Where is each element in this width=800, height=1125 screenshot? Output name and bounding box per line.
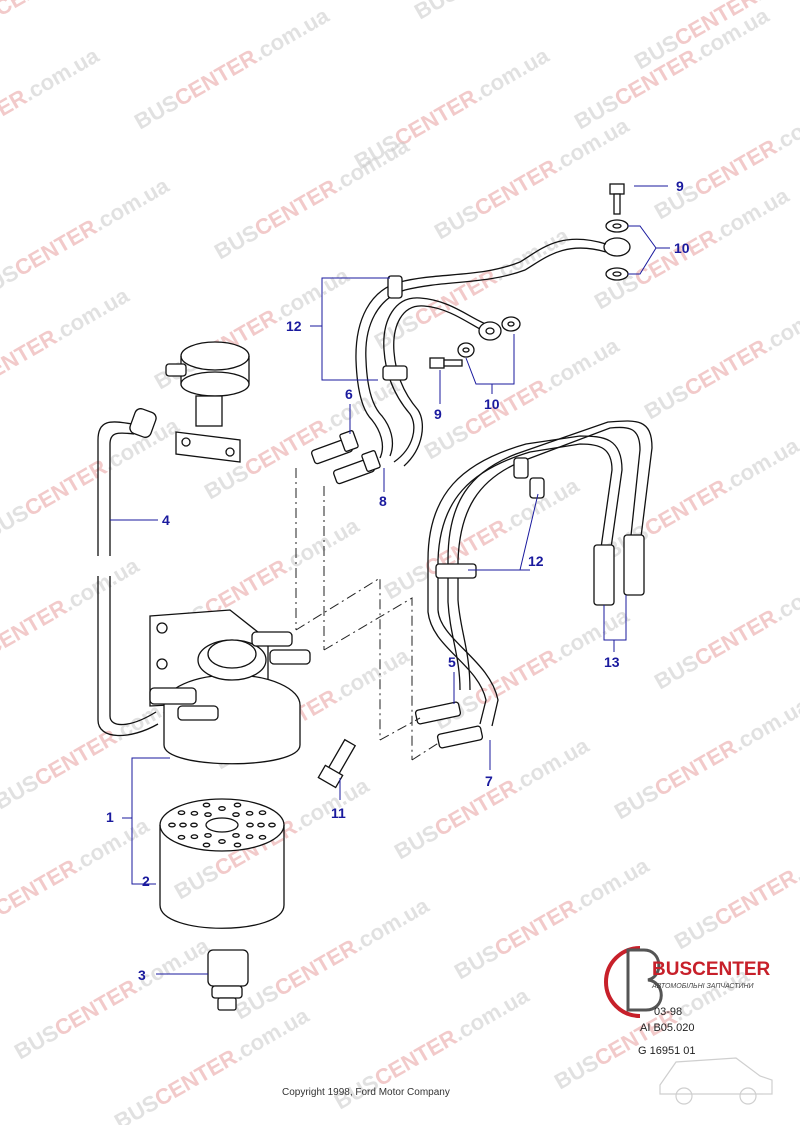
callout-12-top: 12 (286, 318, 302, 334)
filter-hole (258, 810, 267, 816)
watermark-text: BUSCENTER.com.ua (0, 0, 154, 44)
bolt-top (609, 183, 625, 215)
watermark-text: BUSCENTER.com.ua (640, 292, 800, 424)
watermark-text: BUSCENTER.com.ua (0, 282, 134, 414)
bolt-lower (317, 738, 357, 789)
filter-hole (257, 822, 265, 828)
filter-hole (177, 834, 186, 840)
reference-block: 03-98 AI B05.020 G 16951 01 (638, 1006, 696, 1057)
callout-10-mid: 10 (484, 396, 500, 412)
watermark-text: BUSCENTER.com.ua (390, 732, 594, 864)
filter-hole (204, 812, 212, 818)
callout-10-top: 10 (674, 240, 690, 256)
priming-pump (165, 341, 250, 463)
watermark-text: BUSCENTER.com.ua (610, 692, 800, 824)
callout-9-mid: 9 (434, 406, 442, 422)
watermark-text: BUSCENTER.com.ua (0, 412, 184, 544)
logo-brand: BUSCENTER (652, 959, 771, 980)
filter-hole (218, 806, 226, 811)
filter-hole (202, 802, 211, 808)
watermark-text: BUSCENTER.com.ua (410, 0, 614, 24)
callout-7: 7 (485, 773, 493, 789)
callout-9-top: 9 (676, 178, 684, 194)
callout-5: 5 (448, 654, 456, 670)
callout-labels: 9 10 12 6 8 9 10 4 12 13 5 7 1 2 3 11 (106, 178, 690, 983)
filter-head (149, 609, 311, 765)
drain-plug (207, 949, 249, 1011)
watermark-text: BUSCENTER.com.ua (380, 472, 584, 604)
filter-hole (179, 822, 187, 828)
watermark-text: BUSCENTER.com.ua (650, 562, 800, 694)
watermark-text: BUSCENTER.com.ua (0, 172, 174, 304)
filter-hole (246, 822, 254, 828)
buscenter-logo: BUSCENTER АВТОМОБІЛЬНІ ЗАПЧАСТИНИ (604, 946, 771, 1018)
filter-hole (232, 812, 240, 818)
callout-4: 4 (162, 512, 170, 528)
filter-hole (218, 839, 226, 844)
watermark-text: BUSCENTER.com.ua (10, 932, 214, 1064)
watermark-text: BUSCENTER.com.ua (670, 822, 800, 954)
callout-12-right: 12 (528, 553, 544, 569)
washer-set-top (603, 219, 631, 281)
reference-code-2: G 16951 01 (638, 1045, 696, 1057)
watermark-text: BUSCENTER.com.ua (450, 852, 654, 984)
connector-fittings-upper (311, 430, 381, 485)
watermark-text: BUSCENTER.com.ua (570, 2, 774, 134)
copyright-notice: Copyright 1998, Ford Motor Company (282, 1087, 450, 1098)
upper-fuel-pipes (355, 238, 607, 467)
callout-13: 13 (604, 654, 620, 670)
filter-hole (190, 834, 199, 840)
reference-code-1: AI B05.020 (640, 1022, 694, 1034)
filter-hole (268, 822, 276, 828)
assembly-guide-lines (295, 468, 441, 761)
watermark-text: BUSCENTER.com.ua (230, 892, 434, 1024)
callout-2: 2 (142, 873, 150, 889)
filter-hole (258, 834, 267, 840)
connector-fittings-lower (414, 701, 484, 749)
leader-lines (110, 185, 670, 975)
callout-11: 11 (331, 805, 346, 821)
filter-hole (177, 810, 186, 816)
watermark-text: BUSCENTER.com.ua (130, 2, 334, 134)
callout-3: 3 (138, 967, 146, 983)
filter-hole (233, 802, 242, 808)
callout-8: 8 (379, 493, 387, 509)
filter-hole (232, 832, 240, 838)
washer-set-mid (457, 316, 521, 358)
filter-hole (204, 832, 212, 838)
filter-hole (202, 842, 211, 848)
filter-hole (245, 810, 254, 816)
filter-hole (168, 822, 176, 828)
right-fuel-pipes (427, 420, 653, 727)
filter-holes (168, 802, 276, 848)
watermark-text: BUSCENTER.com.ua (210, 132, 414, 264)
watermark-text: BUSCENTER.com.ua (110, 1002, 314, 1125)
reference-date: 03-98 (654, 1006, 682, 1018)
watermark-text: BUSCENTER.com.ua (0, 812, 154, 944)
watermark-text: BUSCENTER.com.ua (0, 552, 144, 684)
car-sketch (659, 1057, 773, 1105)
callout-1: 1 (106, 809, 114, 825)
filter-hole (233, 842, 242, 848)
callout-6: 6 (345, 386, 353, 402)
logo-tagline: АВТОМОБІЛЬНІ ЗАПЧАСТИНИ (651, 983, 755, 990)
bolt-mid (429, 357, 463, 369)
filter-hole (190, 810, 199, 816)
watermark-text: BUSCENTER.com.ua (430, 112, 634, 244)
watermark-text: BUSCENTER.com.ua (0, 42, 104, 174)
filter-hole (190, 822, 198, 828)
filter-hole (245, 834, 254, 840)
fuel-hose (97, 408, 159, 737)
